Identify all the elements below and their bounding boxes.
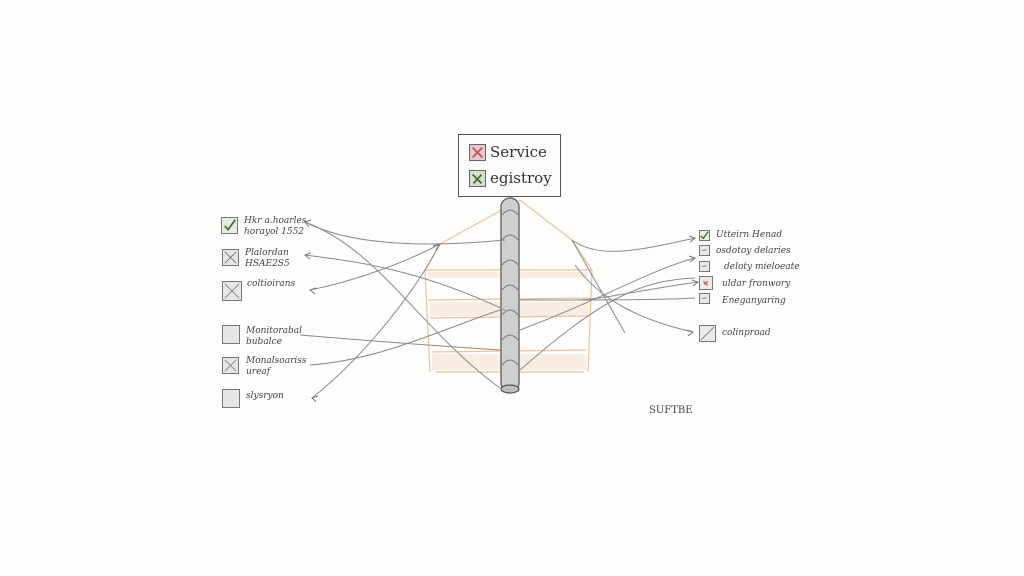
left-connectors [299,221,506,399]
sign-line-2: egistroy [490,169,552,187]
crossed-checkbox-icon [222,357,239,374]
left-item-label: coltioirans [247,279,296,289]
left-item-label: Monitorabal bubalce [246,326,303,347]
dash-checkbox-icon [699,293,710,304]
red-mark-checkbox-icon [699,276,713,290]
left-item-label: Monalsoariss ureaf [246,356,307,377]
empty-checkbox-icon [222,325,240,344]
left-item-label: Plalordan HSAE2S5 [245,248,290,269]
crossed-checkbox-icon [222,249,239,266]
footer-label: SUFTBE [649,405,693,416]
right-item-label: osdotoy delaries [716,246,791,256]
left-item-label: slysryon [246,391,284,401]
service-registry-sign: Service egistroy [458,134,561,197]
checked-checkbox-icon [699,230,710,241]
red-cross-checkbox-icon [469,143,486,161]
sign-row-1: Service [469,143,547,161]
right-item-label: deloty mieloeate [724,262,800,272]
right-item-label: colinproad [722,328,771,338]
empty-checkbox-icon [222,389,240,408]
sign-row-2: egistroy [469,169,552,187]
dash-checkbox-icon [699,245,710,256]
crossed-checkbox-icon [699,325,716,342]
dash-checkbox-icon [699,261,710,272]
checked-checkbox-icon [221,217,238,234]
right-item-label: Eneganyaring [722,296,786,306]
right-item-label: Utteirn Henad [716,230,783,240]
crossed-checkbox-icon [222,281,242,301]
central-pole [500,197,520,394]
left-item-label: Hkr a.hoarles horayol 1552 [244,216,307,237]
right-item-label: uldar fronwory [722,279,791,289]
sign-line-1: Service [490,143,547,161]
arrowheads [303,219,700,403]
right-connectors [519,237,699,371]
green-check-checkbox-icon [469,169,486,187]
